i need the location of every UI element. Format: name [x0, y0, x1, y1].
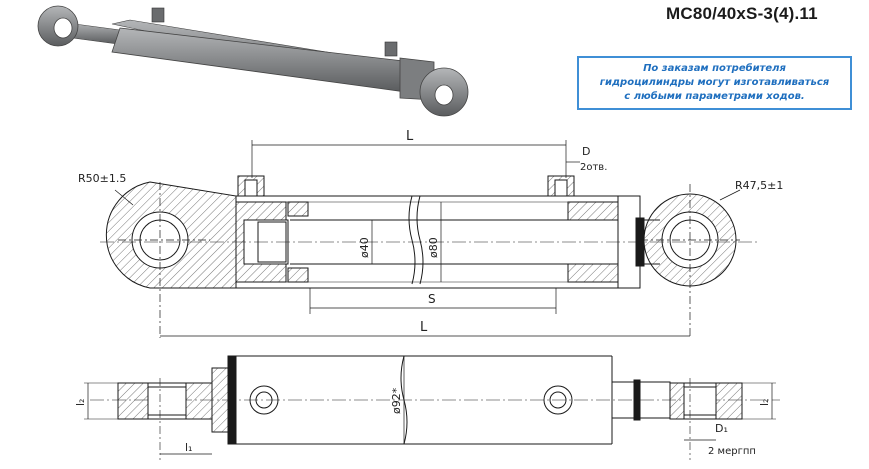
section-view — [100, 175, 760, 338]
d1-label: D₁ — [715, 422, 728, 435]
l1-label: l₁ — [185, 441, 192, 454]
radius-left-label: R50±1.5 — [78, 172, 126, 185]
notice-line-2: гидроцилиндры могут изготавливаться — [599, 77, 830, 88]
body-diameter-label: ø92* — [390, 387, 403, 414]
custom-order-notice: По заказам потребителя гидроцилиндры мог… — [577, 56, 852, 110]
radius-right-label: R47,5±1 — [735, 179, 783, 192]
d1-count-label: 2 мергпп — [708, 446, 756, 457]
bore-diameter-label: ø80 — [427, 237, 440, 258]
overall-length-label: L — [420, 320, 428, 335]
notice-line-1: По заказам потребителя — [643, 63, 786, 74]
model-title: MC80/40xS-3(4).11 — [666, 4, 818, 23]
cylinder-render — [37, 5, 469, 117]
notice-line-3: с любыми параметрами ходов. — [624, 91, 805, 102]
l2-left-label: l₂ — [74, 399, 87, 406]
stroke-label: S — [428, 292, 436, 306]
port-count-label: 2отв. — [580, 162, 607, 173]
plan-view — [84, 355, 780, 460]
l2-right-label: l₂ — [758, 399, 771, 406]
rod-diameter-label: ø40 — [358, 237, 371, 258]
mount-distance-label: L — [406, 129, 414, 144]
dimensions — [114, 140, 741, 337]
port-dia-label: D — [582, 145, 590, 158]
